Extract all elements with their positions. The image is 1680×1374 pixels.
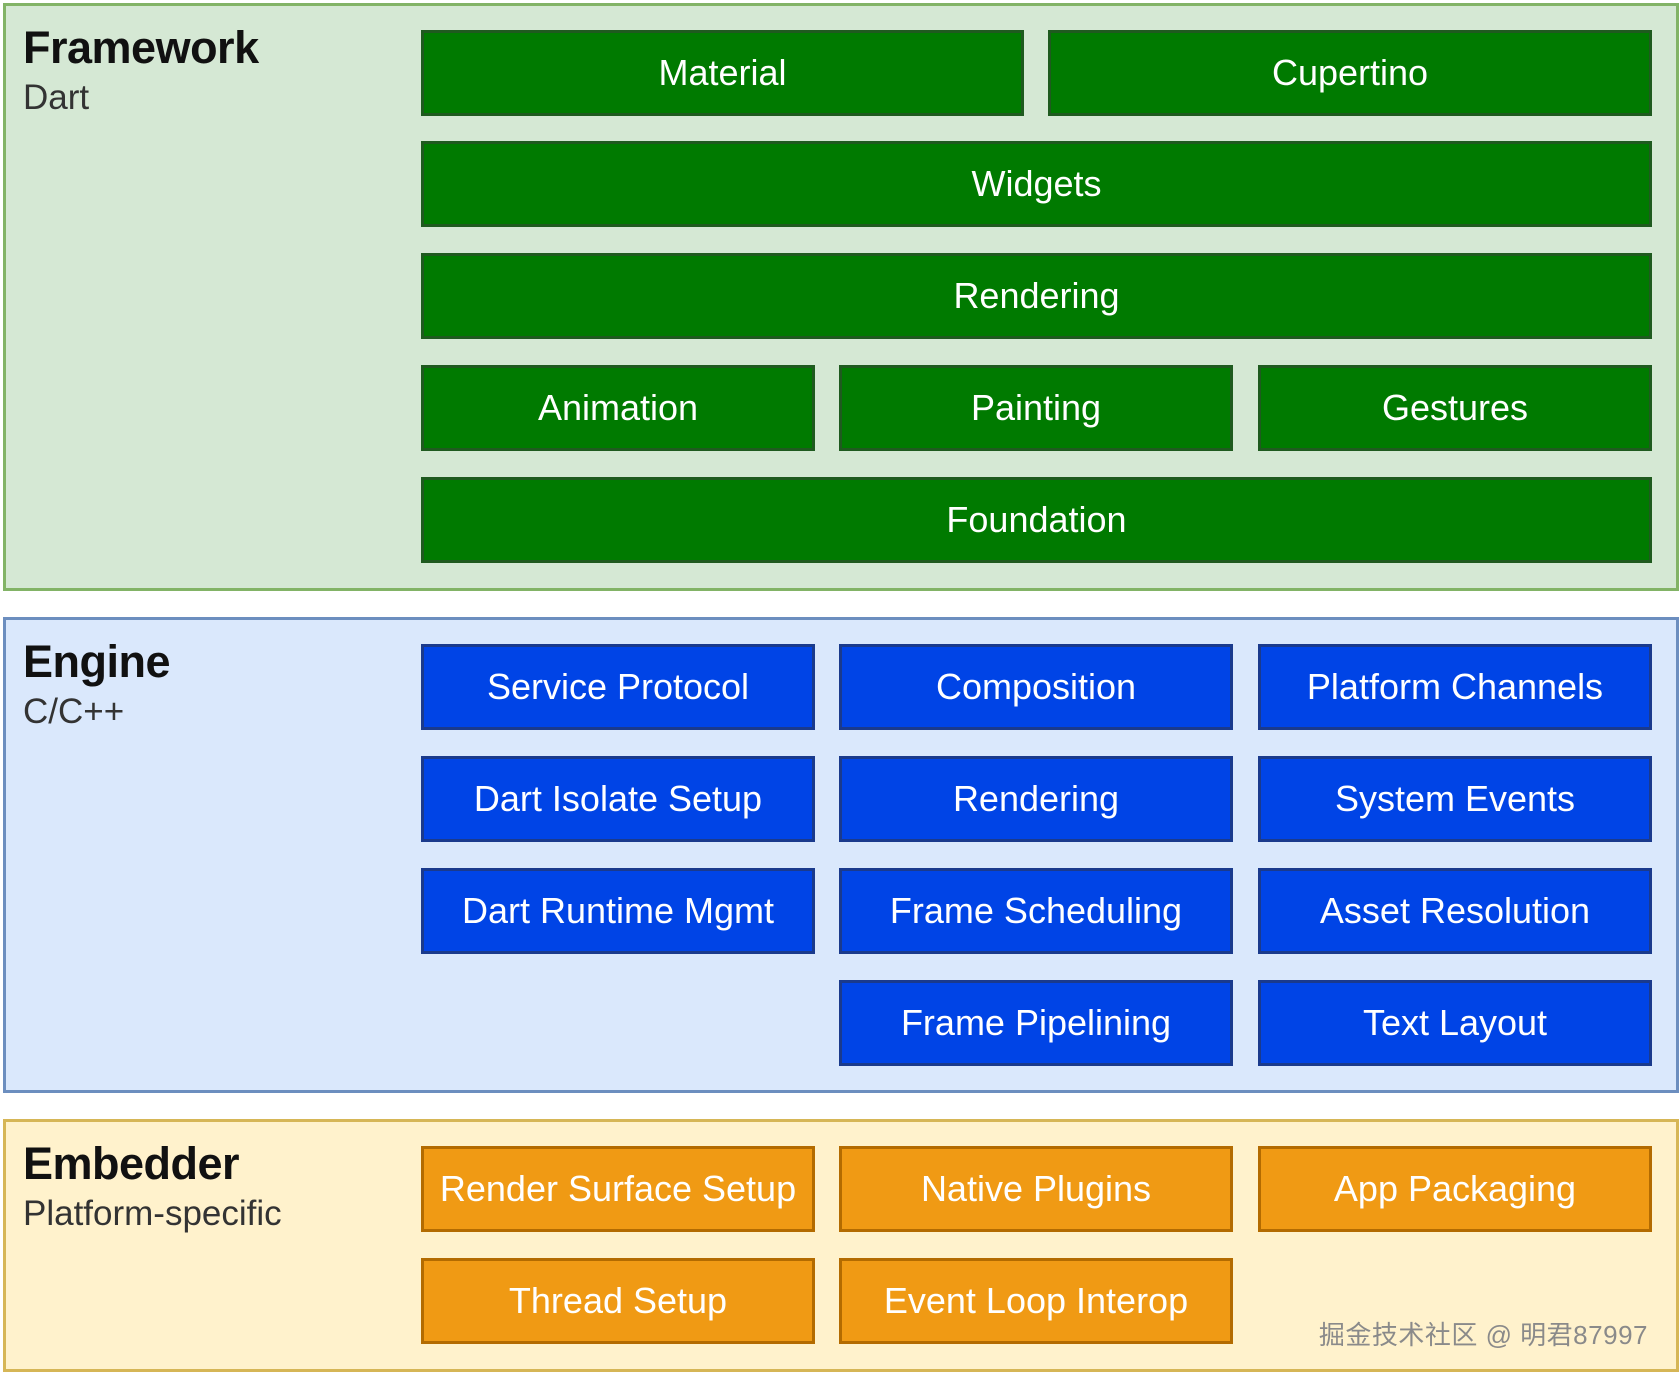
block-asset-resolution: Asset Resolution: [1258, 868, 1652, 954]
block-event-loop-interop: Event Loop Interop: [839, 1258, 1233, 1344]
block-app-packaging: App Packaging: [1258, 1146, 1652, 1232]
block-material: Material: [421, 30, 1024, 116]
block-composition: Composition: [839, 644, 1233, 730]
engine-title: Engine: [23, 636, 171, 687]
block-cupertino: Cupertino: [1048, 30, 1652, 116]
block-foundation: Foundation: [421, 477, 1652, 563]
block-dart-isolate-setup: Dart Isolate Setup: [421, 756, 815, 842]
block-framework-rendering: Rendering: [421, 253, 1652, 339]
watermark: 掘金技术社区 @ 明君87997: [1318, 1320, 1648, 1350]
block-widgets: Widgets: [421, 141, 1652, 227]
embedder-subtitle: Platform-specific: [23, 1194, 282, 1233]
block-gestures: Gestures: [1258, 365, 1652, 451]
framework-title: Framework: [23, 22, 259, 73]
block-painting: Painting: [839, 365, 1233, 451]
block-thread-setup: Thread Setup: [421, 1258, 815, 1344]
block-service-protocol: Service Protocol: [421, 644, 815, 730]
block-frame-pipelining: Frame Pipelining: [839, 980, 1233, 1066]
framework-subtitle: Dart: [23, 78, 90, 117]
block-text-layout: Text Layout: [1258, 980, 1652, 1066]
block-engine-rendering: Rendering: [839, 756, 1233, 842]
block-platform-channels: Platform Channels: [1258, 644, 1652, 730]
embedder-title: Embedder: [23, 1138, 240, 1189]
block-render-surface-setup: Render Surface Setup: [421, 1146, 815, 1232]
block-frame-scheduling: Frame Scheduling: [839, 868, 1233, 954]
engine-subtitle: C/C++: [23, 692, 125, 731]
block-native-plugins: Native Plugins: [839, 1146, 1233, 1232]
block-system-events: System Events: [1258, 756, 1652, 842]
block-animation: Animation: [421, 365, 815, 451]
block-dart-runtime-mgmt: Dart Runtime Mgmt: [421, 868, 815, 954]
